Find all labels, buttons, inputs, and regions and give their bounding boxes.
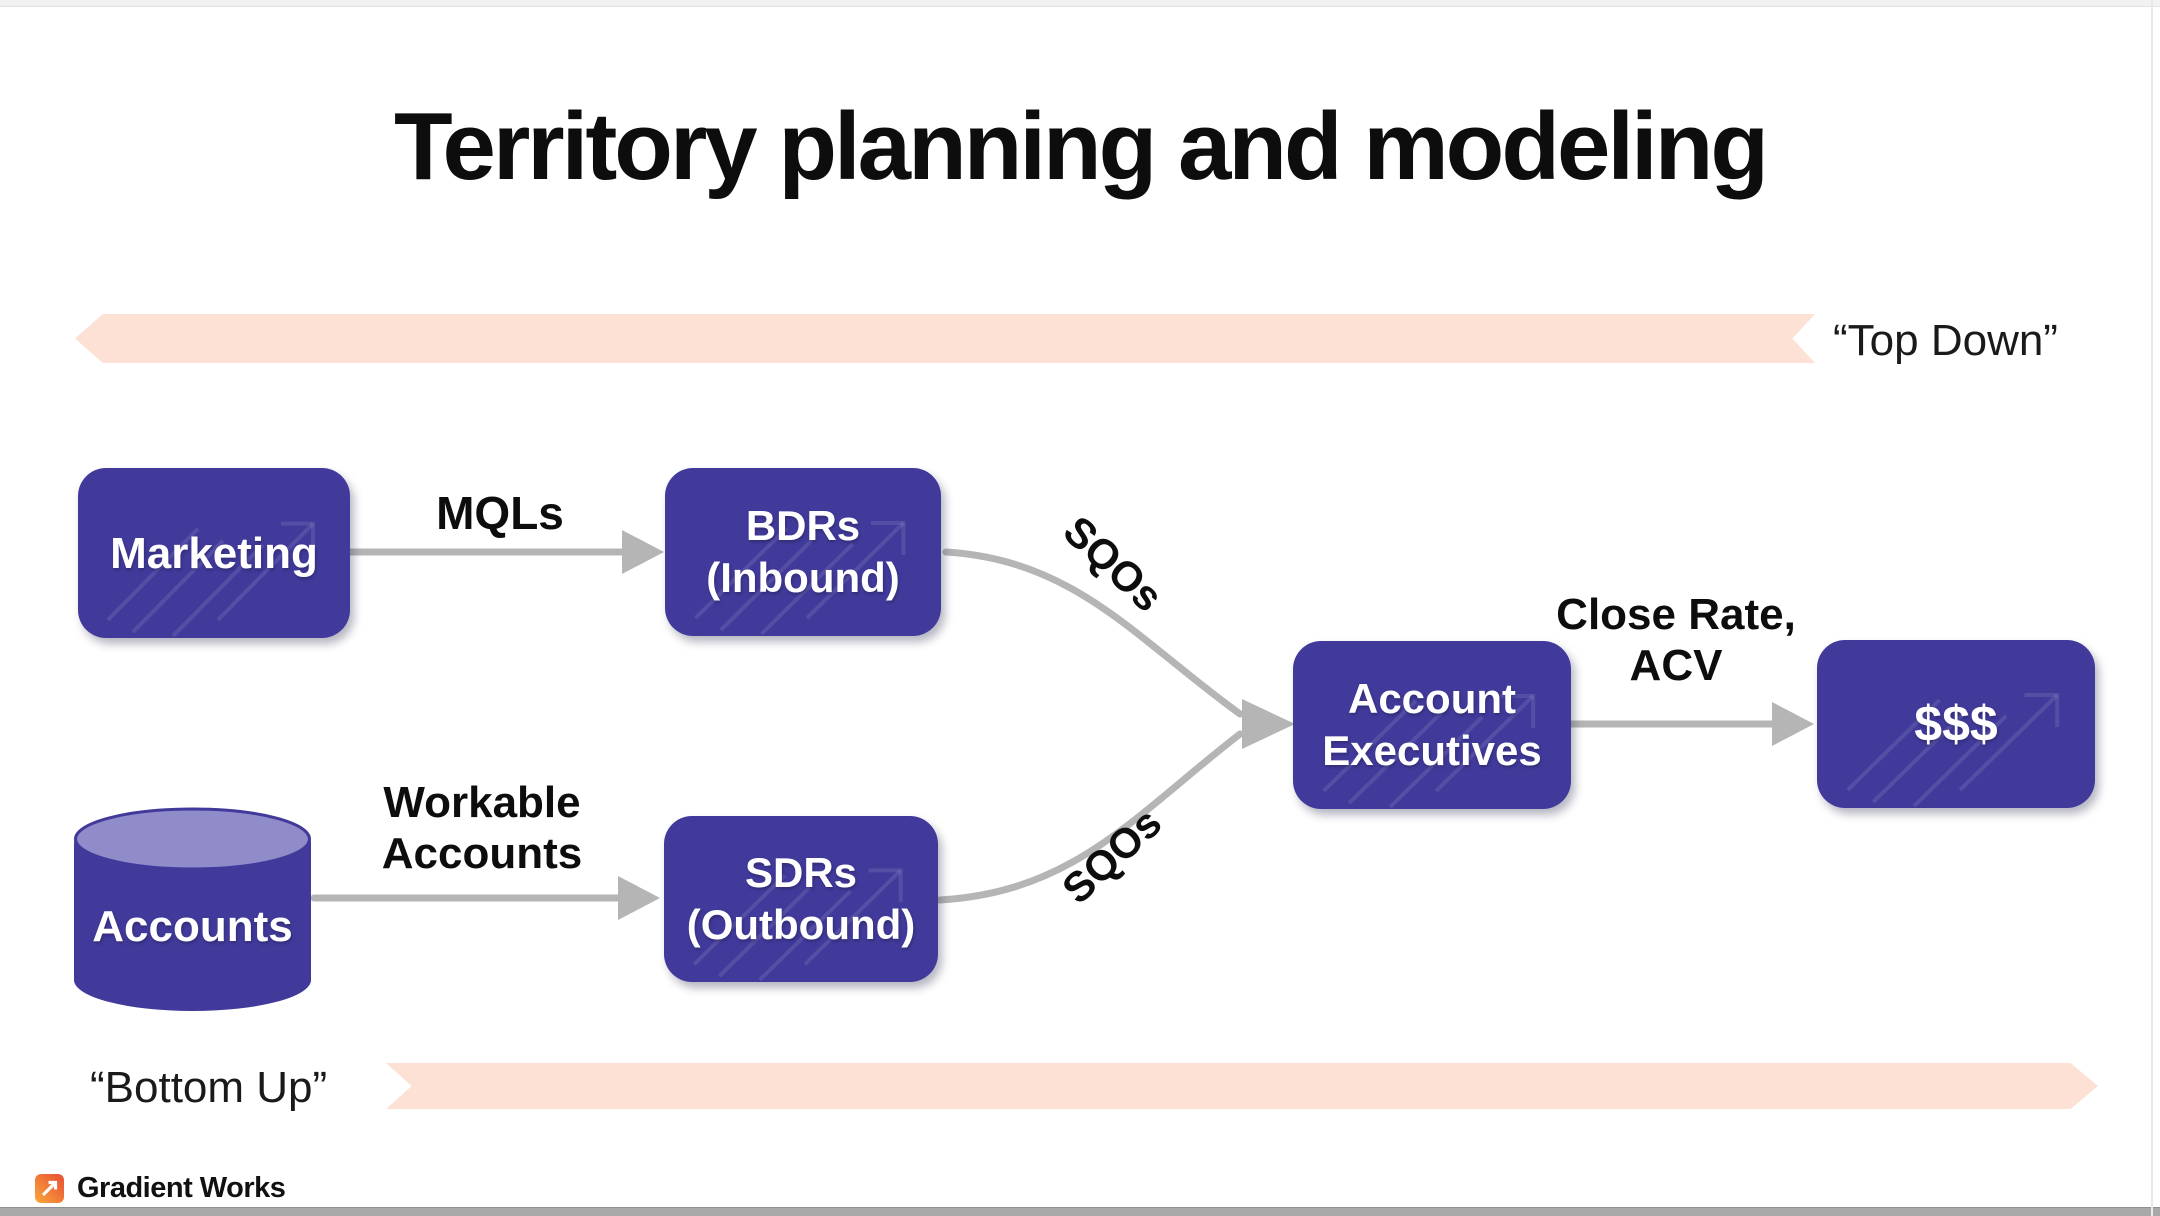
node-account-executives: Account Executives: [1293, 641, 1571, 809]
window-top-edge: [0, 0, 2160, 7]
growth-arrow-watermark: [694, 521, 906, 636]
sqos-curve-top: [942, 548, 1244, 718]
mqls-arrowhead: [622, 530, 664, 574]
growth-arrow-watermark: [1322, 694, 1536, 809]
edge-label-close-rate-line1: Close Rate,: [1556, 590, 1796, 639]
node-sdrs-line2: (Outbound): [686, 901, 916, 948]
edge-label-workable-line1: Workable: [383, 778, 581, 827]
window-right-edge: [2151, 0, 2153, 1216]
node-ae-line1: Account: [1347, 674, 1516, 722]
window-bottom-bar: [0, 1207, 2160, 1216]
node-bdrs-line1: BDRs: [745, 501, 861, 549]
growth-arrow-watermark: [1846, 693, 2060, 808]
node-ae-label: Account Executives: [1322, 673, 1541, 778]
bottom-up-label: “Bottom Up”: [90, 1063, 328, 1112]
edge-label-workable-accounts: Workable Accounts: [352, 778, 612, 879]
edge-label-close-rate-acv: Close Rate, ACV: [1544, 590, 1808, 691]
growth-arrow-watermark: [106, 521, 315, 638]
node-ae-line2: Executives: [1322, 727, 1542, 774]
growth-arrow-watermark: [692, 868, 903, 982]
node-bdrs-inbound: BDRs (Inbound): [665, 468, 941, 636]
close-rate-arrowhead: [1772, 702, 1814, 746]
edge-label-workable-line2: Accounts: [381, 828, 583, 878]
edge-label-mqls: MQLs: [436, 487, 564, 539]
node-sdrs-line1: SDRs: [744, 848, 858, 896]
sqos-curve-bottom: [936, 730, 1244, 904]
node-marketing: Marketing: [78, 468, 350, 638]
edge-label-close-rate-line2: ACV: [1629, 640, 1723, 690]
workable-arrowhead: [618, 876, 660, 920]
node-bdrs-label: BDRs (Inbound): [706, 500, 900, 605]
top-down-label: “Top Down”: [1833, 316, 2058, 365]
sqos-junction-arrowhead: [1242, 699, 1295, 749]
brand-name: Gradient Works: [77, 1172, 286, 1204]
node-revenue-label: $$$: [1914, 695, 1998, 752]
node-bdrs-line2: (Inbound): [706, 554, 900, 601]
gradient-works-icon: [35, 1174, 64, 1203]
brand-logo: Gradient Works: [35, 1172, 286, 1205]
node-sdrs-outbound: SDRs (Outbound): [664, 816, 938, 982]
node-revenue: $$$: [1817, 640, 2095, 808]
node-accounts-database: Accounts: [74, 806, 311, 1014]
node-marketing-label: Marketing: [110, 528, 318, 578]
page-title: Territory planning and modeling: [394, 93, 1769, 200]
top-down-band: [75, 314, 1815, 363]
node-sdrs-label: SDRs (Outbound): [687, 847, 916, 952]
bottom-up-band: [386, 1063, 2098, 1109]
node-accounts-label: Accounts: [92, 902, 293, 951]
database-cylinder-icon: [74, 807, 311, 1011]
